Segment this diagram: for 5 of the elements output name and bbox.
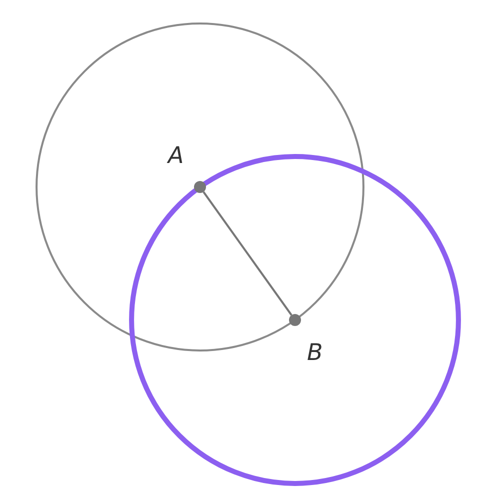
point	[194, 181, 206, 193]
line-segment	[202, 191, 292, 316]
point-label: B	[307, 342, 323, 365]
point-label: A	[168, 145, 184, 168]
point	[289, 314, 301, 326]
